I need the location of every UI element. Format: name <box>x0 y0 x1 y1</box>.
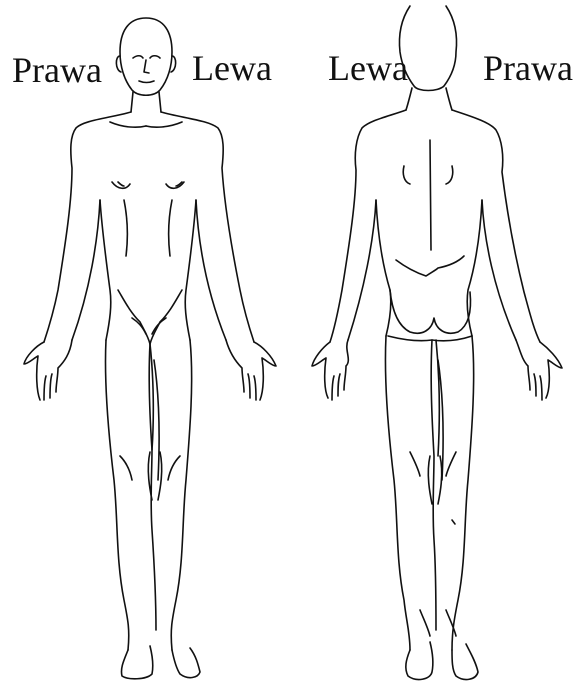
back-left-side-label: Lewa <box>328 50 408 86</box>
back-right-side-label: Prawa <box>483 50 573 86</box>
front-right-side-label: Prawa <box>12 52 102 88</box>
front-left-side-label: Lewa <box>192 50 272 86</box>
